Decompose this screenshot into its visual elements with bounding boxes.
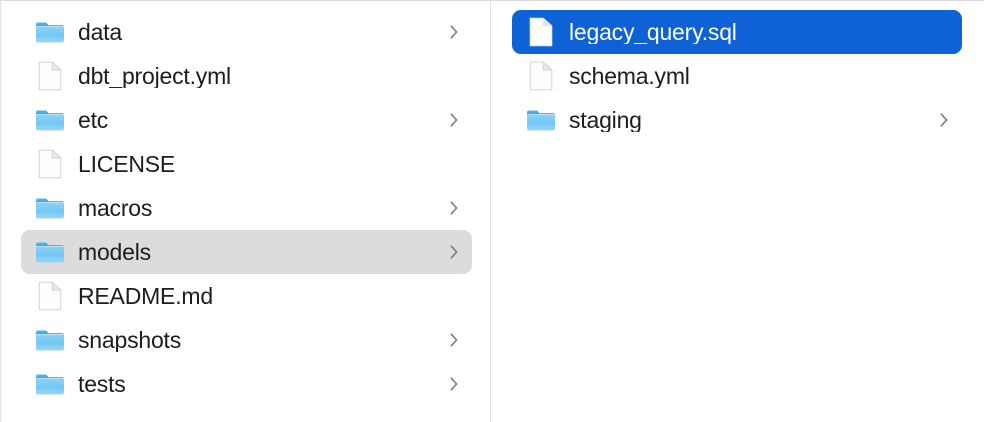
chevron-right-icon[interactable]: [448, 375, 460, 393]
chevron-right-icon-svg: [450, 377, 458, 391]
chevron-right-icon[interactable]: [938, 111, 950, 129]
folder-row[interactable]: etc: [21, 98, 472, 142]
folder-icon-svg: [36, 110, 64, 131]
file-row[interactable]: dbt_project.yml: [21, 54, 472, 98]
folder-row[interactable]: data: [21, 10, 472, 54]
chevron-right-icon-svg: [450, 333, 458, 347]
item-label: README.md: [78, 284, 213, 308]
chevron-right-icon-svg: [450, 25, 458, 39]
chevron-right-icon[interactable]: [448, 111, 460, 129]
document-icon-svg: [38, 149, 62, 179]
folder-icon-svg: [36, 242, 64, 263]
folder-row[interactable]: snapshots: [21, 318, 472, 362]
document-icon: [526, 60, 556, 92]
document-icon-svg: [529, 17, 553, 47]
folder-icon-svg: [36, 22, 64, 43]
item-label: schema.yml: [569, 64, 690, 88]
item-label: etc: [78, 108, 109, 132]
chevron-right-icon[interactable]: [448, 331, 460, 349]
folder-icon-svg: [527, 110, 555, 131]
chevron-right-icon[interactable]: [448, 199, 460, 217]
item-label: tests: [78, 372, 126, 396]
document-icon: [35, 280, 65, 312]
folder-row[interactable]: macros: [21, 186, 472, 230]
document-icon-svg: [529, 61, 553, 91]
folder-icon: [35, 368, 65, 400]
item-label: LICENSE: [78, 152, 176, 176]
chevron-right-icon[interactable]: [448, 243, 460, 261]
file-row[interactable]: LICENSE: [21, 142, 472, 186]
item-label: legacy_query.sql: [569, 20, 737, 44]
folder-row[interactable]: tests: [21, 362, 472, 406]
document-icon-svg: [38, 281, 62, 311]
folder-icon: [35, 16, 65, 48]
document-icon-svg: [38, 61, 62, 91]
chevron-right-icon-svg: [450, 201, 458, 215]
document-icon: [526, 16, 556, 48]
chevron-right-icon-svg: [450, 245, 458, 259]
folder-row[interactable]: models: [21, 230, 472, 274]
folder-icon-svg: [36, 330, 64, 351]
folder-icon: [35, 104, 65, 136]
finder-column-child[interactable]: legacy_query.sql schema.yml staging: [491, 1, 984, 422]
folder-icon: [526, 104, 556, 136]
folder-icon: [35, 324, 65, 356]
file-row[interactable]: legacy_query.sql: [512, 10, 962, 54]
document-icon: [35, 60, 65, 92]
item-label: dbt_project.yml: [78, 64, 231, 88]
item-label: staging: [569, 108, 642, 132]
item-label: snapshots: [78, 328, 182, 352]
item-label: models: [78, 240, 151, 264]
folder-row[interactable]: staging: [512, 98, 962, 142]
folder-icon-svg: [36, 198, 64, 219]
item-label: macros: [78, 196, 153, 220]
folder-icon-svg: [36, 374, 64, 395]
item-label: data: [78, 20, 122, 44]
chevron-right-icon-svg: [450, 113, 458, 127]
document-icon: [35, 148, 65, 180]
folder-icon: [35, 236, 65, 268]
file-row[interactable]: README.md: [21, 274, 472, 318]
folder-icon: [35, 192, 65, 224]
file-row[interactable]: schema.yml: [512, 54, 962, 98]
chevron-right-icon[interactable]: [448, 23, 460, 41]
chevron-right-icon-svg: [940, 113, 948, 127]
